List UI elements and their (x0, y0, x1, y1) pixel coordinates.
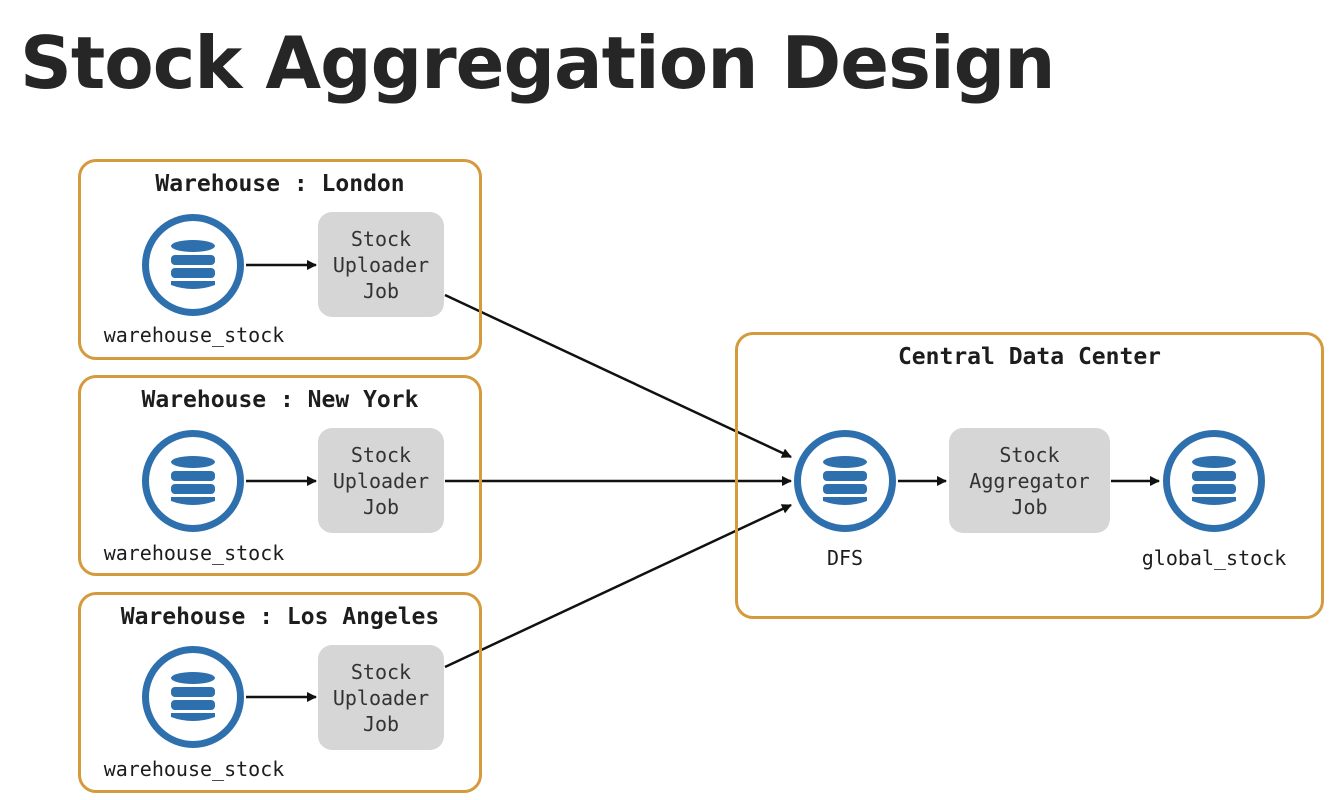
stock-uploader-job: Stock Uploader Job (318, 212, 444, 317)
database-icon (142, 430, 244, 532)
job-line: Job (362, 278, 400, 303)
job-line: Uploader (332, 685, 430, 710)
warehouse-newyork-box: Warehouse : New York (78, 375, 482, 576)
warehouse-london-box: Warehouse : London (78, 159, 482, 360)
job-line: Stock (999, 442, 1060, 467)
warehouse-stock-label: warehouse_stock (103, 757, 285, 781)
job-line: Uploader (332, 252, 430, 277)
arrow-london-job-to-dfs (444, 293, 792, 459)
arrow-la-job-to-dfs (444, 503, 792, 669)
stock-aggregator-job: Stock Aggregator Job (949, 428, 1110, 533)
job-line: Job (362, 494, 400, 519)
warehouse-title: Warehouse : London (155, 171, 405, 197)
stock-uploader-job: Stock Uploader Job (318, 428, 444, 533)
job-line: Job (1011, 494, 1048, 519)
job-line: Stock (350, 226, 412, 251)
warehouse-losangeles-box: Warehouse : Los Angeles (78, 592, 482, 793)
database-icon (1163, 430, 1265, 532)
job-line: Stock (350, 442, 412, 467)
central-data-center-box: Central Data Center (735, 332, 1324, 619)
warehouse-title: Warehouse : Los Angeles (120, 604, 440, 630)
job-line: Aggregator (969, 468, 1090, 493)
job-line: Job (362, 711, 400, 736)
page-title: Stock Aggregation Design (20, 21, 1055, 105)
dfs-label: DFS (826, 546, 864, 570)
database-icon (794, 430, 896, 532)
database-icon (142, 646, 244, 748)
global-stock-label: global_stock (1141, 546, 1287, 570)
job-line: Uploader (332, 468, 430, 493)
warehouse-stock-label: warehouse_stock (103, 541, 285, 565)
warehouse-stock-label: warehouse_stock (103, 323, 285, 347)
database-icon (142, 214, 244, 316)
warehouse-title: Warehouse : New York (141, 387, 419, 413)
central-title: Central Data Center (897, 344, 1162, 370)
job-line: Stock (350, 659, 412, 684)
stock-uploader-job: Stock Uploader Job (318, 645, 444, 750)
